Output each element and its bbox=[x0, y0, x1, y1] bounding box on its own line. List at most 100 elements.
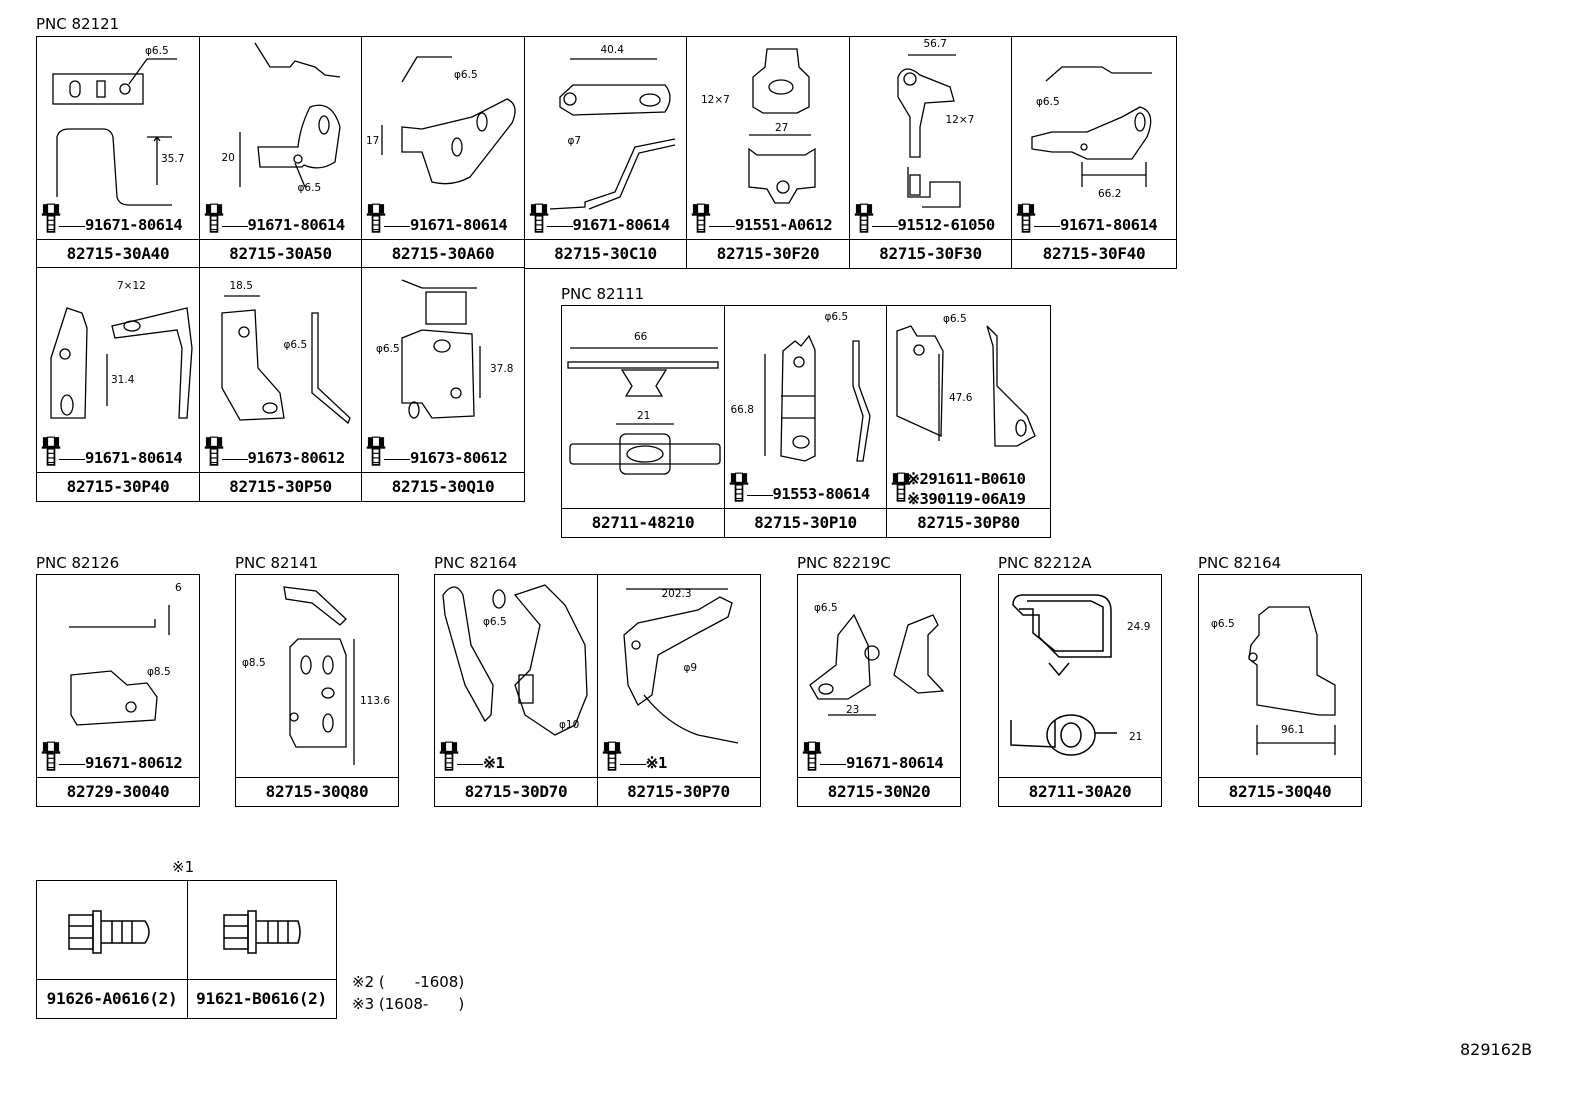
dimension-label: 66 bbox=[634, 331, 648, 343]
dimension-label: 31.4 bbox=[111, 374, 135, 386]
bracket-drawing bbox=[896, 54, 961, 208]
part-number[interactable]: 82715-30F40 bbox=[1012, 239, 1176, 268]
dimension-label: 21 bbox=[637, 410, 651, 422]
bracket-drawing bbox=[220, 295, 351, 425]
part-cell: φ6.5 φ10 ※1 82715-30D70 bbox=[434, 574, 598, 807]
bolt-icon bbox=[853, 203, 874, 233]
bracket-drawing bbox=[809, 613, 945, 716]
pnc-label: PNC 82126 bbox=[36, 554, 120, 572]
dimension-label: φ9 bbox=[683, 662, 698, 674]
part-number[interactable]: 82715-30Q10 bbox=[362, 472, 524, 501]
pnc-label: PNC 82111 bbox=[561, 285, 645, 303]
dimension-label: 12×7 bbox=[701, 94, 730, 106]
pnc-label: PNC 82219C bbox=[797, 554, 891, 572]
bracket-drawing bbox=[69, 605, 170, 726]
dimension-label: 12×7 bbox=[945, 114, 975, 126]
reference-mark: ※1 bbox=[172, 858, 195, 876]
part-number[interactable]: 82715-30A50 bbox=[199, 239, 362, 268]
dimension-label: φ6.5 bbox=[145, 45, 169, 57]
hinge-bracket-drawing bbox=[442, 584, 588, 736]
part-cell: 20 φ6.5 91671-80614 82715-30A50 bbox=[198, 36, 363, 269]
dimension-label: 66.8 bbox=[730, 404, 754, 416]
bolt-icon bbox=[728, 472, 749, 502]
part-number[interactable]: 82715-30P40 bbox=[37, 472, 199, 501]
part-number[interactable]: 82715-30F30 bbox=[849, 239, 1012, 268]
part-cell: 91621-B0616(2) bbox=[186, 880, 337, 1019]
bolt-icon bbox=[203, 203, 224, 233]
bolt-icon bbox=[41, 203, 61, 233]
bolt-icon bbox=[1016, 203, 1036, 233]
dimension-label: 6 bbox=[175, 582, 182, 594]
part-cell: φ6.5 35.7 91671-80614 82715-30A40 bbox=[36, 36, 200, 269]
dimension-label: 113.6 bbox=[360, 695, 391, 707]
dimension-label: φ6.5 bbox=[1211, 618, 1235, 630]
dimension-label: 18.5 bbox=[229, 280, 253, 292]
bolt-drawing bbox=[222, 910, 301, 954]
dimension-label: φ6.5 bbox=[824, 311, 849, 323]
dimension-label: φ8.5 bbox=[242, 657, 266, 669]
part-number[interactable]: 82715-30Q40 bbox=[1199, 777, 1361, 806]
bolt-icon bbox=[366, 203, 386, 233]
part-number[interactable]: 82715-30P70 bbox=[597, 777, 760, 806]
part-cell: φ6.5 66.8 91553-80614 82715-30P10 bbox=[723, 305, 888, 538]
part-number[interactable]: 82711-48210 bbox=[562, 508, 724, 537]
pnc-label: PNC 82141 bbox=[235, 554, 319, 572]
part-number[interactable]: 82715-30Q80 bbox=[236, 777, 398, 806]
part-number[interactable]: 91621-B0616(2) bbox=[187, 979, 336, 1018]
part-cell: φ6.5 23 91671-80614 82715-30N20 bbox=[797, 574, 961, 807]
dimension-label: 7×12 bbox=[117, 280, 146, 292]
part-number[interactable]: 82715-30F20 bbox=[687, 239, 849, 268]
bracket-drawing bbox=[401, 279, 481, 419]
dimension-label: φ6.5 bbox=[454, 69, 478, 81]
part-cell: 56.7 12×7 91512-61050 82715-30F30 bbox=[848, 36, 1013, 269]
bolt-drawing bbox=[68, 910, 150, 954]
part-cell: φ6.5 37.8 91673-80612 82715-30Q10 bbox=[361, 267, 525, 502]
dimension-label: φ6.5 bbox=[814, 602, 838, 614]
pnc-label: PNC 82212A bbox=[998, 554, 1092, 572]
part-number[interactable]: 82715-30A60 bbox=[362, 239, 524, 268]
part-number[interactable]: 82729-30040 bbox=[37, 777, 199, 806]
part-number[interactable]: 82715-30N20 bbox=[798, 777, 960, 806]
dimension-label: 35.7 bbox=[161, 153, 185, 165]
dimension-label: φ6.5 bbox=[483, 616, 507, 628]
dimension-label: 21 bbox=[1129, 731, 1143, 743]
bracket-drawing bbox=[763, 334, 871, 462]
bracket-drawing bbox=[381, 56, 516, 185]
bracket-drawing bbox=[549, 58, 675, 210]
part-number[interactable]: 91626-A0616(2) bbox=[37, 979, 187, 1018]
part-cell: φ8.5 113.6 82715-30Q80 bbox=[235, 574, 399, 807]
part-cell: 6 φ8.5 91671-80612 82729-30040 bbox=[36, 574, 200, 807]
part-number[interactable]: 82715-30C10 bbox=[524, 239, 687, 268]
part-cell: 66 21 82711-48210 bbox=[561, 305, 725, 538]
pnc-label: PNC 82164 bbox=[1198, 554, 1282, 572]
part-number[interactable]: 82715-30A40 bbox=[37, 239, 199, 268]
bracket-drawing bbox=[238, 42, 341, 188]
part-cell: 18.5 φ6.5 91673-80612 82715-30P50 bbox=[198, 267, 363, 502]
bolt-icon bbox=[41, 436, 61, 466]
bolt-icon bbox=[203, 436, 224, 466]
part-number[interactable]: 82711-30A20 bbox=[999, 777, 1161, 806]
dimension-label: φ8.5 bbox=[147, 666, 171, 678]
part-number[interactable]: 82715-30P50 bbox=[199, 472, 362, 501]
dimension-label: 96.1 bbox=[1281, 724, 1305, 736]
part-number[interactable]: 82715-30P80 bbox=[887, 508, 1050, 537]
part-cell: 7×12 31.4 91671-80614 82715-30P40 bbox=[36, 267, 200, 502]
bolt-icon bbox=[691, 203, 711, 233]
dimension-label: φ6.5 bbox=[297, 182, 322, 194]
part-number[interactable]: 82715-30D70 bbox=[435, 777, 597, 806]
bolt-icon bbox=[601, 741, 622, 771]
dimension-label: 56.7 bbox=[923, 38, 947, 50]
bracket-drawing bbox=[1031, 66, 1152, 187]
part-cell: φ6.5 47.6 ※291611-B0610 ※390119-06A19 82… bbox=[886, 305, 1051, 538]
part-cell: 202.3 φ9 ※1 82715-30P70 bbox=[596, 574, 761, 807]
dimension-label: 37.8 bbox=[490, 363, 514, 375]
part-cell: φ6.5 66.2 91671-80614 82715-30F40 bbox=[1011, 36, 1177, 269]
note-text: ※2 ( -1608) bbox=[352, 973, 465, 991]
part-number[interactable]: 82715-30P10 bbox=[724, 508, 887, 537]
bolt-icon bbox=[439, 741, 459, 771]
figure-code: 829162B bbox=[1460, 1040, 1533, 1059]
hinge-arm-drawing bbox=[622, 588, 738, 744]
dimension-label: φ6.5 bbox=[283, 339, 308, 351]
dimension-label: 202.3 bbox=[661, 588, 692, 600]
bracket-drawing bbox=[283, 586, 355, 765]
